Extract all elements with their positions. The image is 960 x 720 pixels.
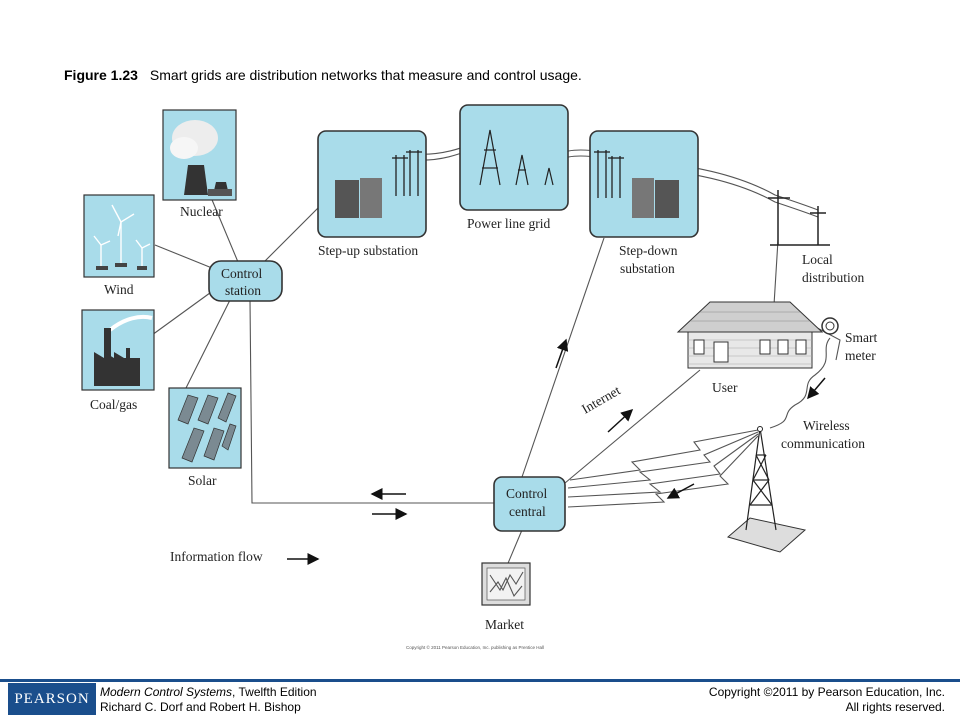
step-down-label-1: Step-down bbox=[619, 243, 678, 258]
coal-gas-plant: Coal/gas bbox=[81, 309, 155, 412]
control-central-label-2: central bbox=[509, 504, 546, 519]
user-label: User bbox=[712, 380, 738, 395]
footer-book-info: Modern Control Systems, Twelfth Edition … bbox=[100, 685, 317, 715]
pearson-logo: PEARSON bbox=[8, 683, 96, 715]
book-authors: Richard C. Dorf and Robert H. Bishop bbox=[100, 700, 301, 714]
step-down-substation: Step-down substation bbox=[589, 130, 699, 276]
figure-caption: Figure 1.23 Smart grids are distribution … bbox=[64, 67, 582, 83]
control-station-label-1: Control bbox=[221, 266, 263, 281]
user-house: User bbox=[676, 301, 824, 395]
copyright-line: Copyright ©2011 by Pearson Education, In… bbox=[708, 685, 945, 699]
wireless-tower bbox=[726, 426, 807, 553]
smart-meter-label-2: meter bbox=[845, 348, 876, 363]
smart-meter: Smart meter bbox=[821, 317, 877, 363]
control-station-label-2: station bbox=[225, 283, 261, 298]
wireless-signal-meter bbox=[769, 337, 831, 429]
wireless-label-2: communication bbox=[781, 436, 865, 451]
rights-line: All rights reserved. bbox=[845, 700, 945, 714]
footer-copyright: Copyright ©2011 by Pearson Education, In… bbox=[709, 685, 945, 715]
smart-meter-label-1: Smart bbox=[845, 330, 877, 345]
local-distribution-label-2: distribution bbox=[802, 270, 865, 285]
step-down-label-2: substation bbox=[620, 261, 675, 276]
market-label: Market bbox=[485, 617, 524, 632]
power-line-grid: Power line grid bbox=[459, 104, 569, 231]
wireless-signals bbox=[567, 429, 759, 508]
nuclear-plant: Nuclear bbox=[162, 109, 237, 219]
step-up-label: Step-up substation bbox=[318, 243, 418, 258]
figure-number: Figure 1.23 bbox=[64, 67, 138, 83]
book-edition: , Twelfth Edition bbox=[232, 685, 317, 699]
information-flow-label: Information flow bbox=[170, 549, 263, 564]
coal-gas-label: Coal/gas bbox=[90, 397, 137, 412]
wind-farm: Wind bbox=[83, 194, 155, 297]
diagram-copyright: Copyright © 2011 Pearson Education, Inc.… bbox=[406, 645, 545, 650]
wireless-label-1: Wireless bbox=[803, 418, 850, 433]
smart-grid-diagram: Nuclear Wind Coal/gas Solar bbox=[81, 104, 877, 632]
solar-label: Solar bbox=[188, 473, 217, 488]
solar-farm: Solar bbox=[168, 387, 242, 488]
control-central: Control central bbox=[493, 476, 566, 532]
nuclear-label: Nuclear bbox=[180, 204, 223, 219]
local-distribution-poles bbox=[768, 190, 830, 246]
book-title: Modern Control Systems bbox=[100, 685, 233, 699]
market: Market bbox=[481, 562, 531, 632]
footer-rule bbox=[0, 679, 960, 682]
control-station: Control station bbox=[208, 260, 283, 302]
internet-label: Internet bbox=[579, 382, 623, 416]
wind-label: Wind bbox=[104, 282, 134, 297]
step-up-substation: Step-up substation bbox=[317, 130, 427, 258]
control-central-label-1: Control bbox=[506, 486, 548, 501]
power-line-grid-label: Power line grid bbox=[467, 216, 550, 231]
local-distribution-label-1: Local bbox=[802, 252, 833, 267]
information-flow-arrows bbox=[287, 338, 826, 565]
caption-text: Smart grids are distribution networks th… bbox=[149, 67, 582, 83]
